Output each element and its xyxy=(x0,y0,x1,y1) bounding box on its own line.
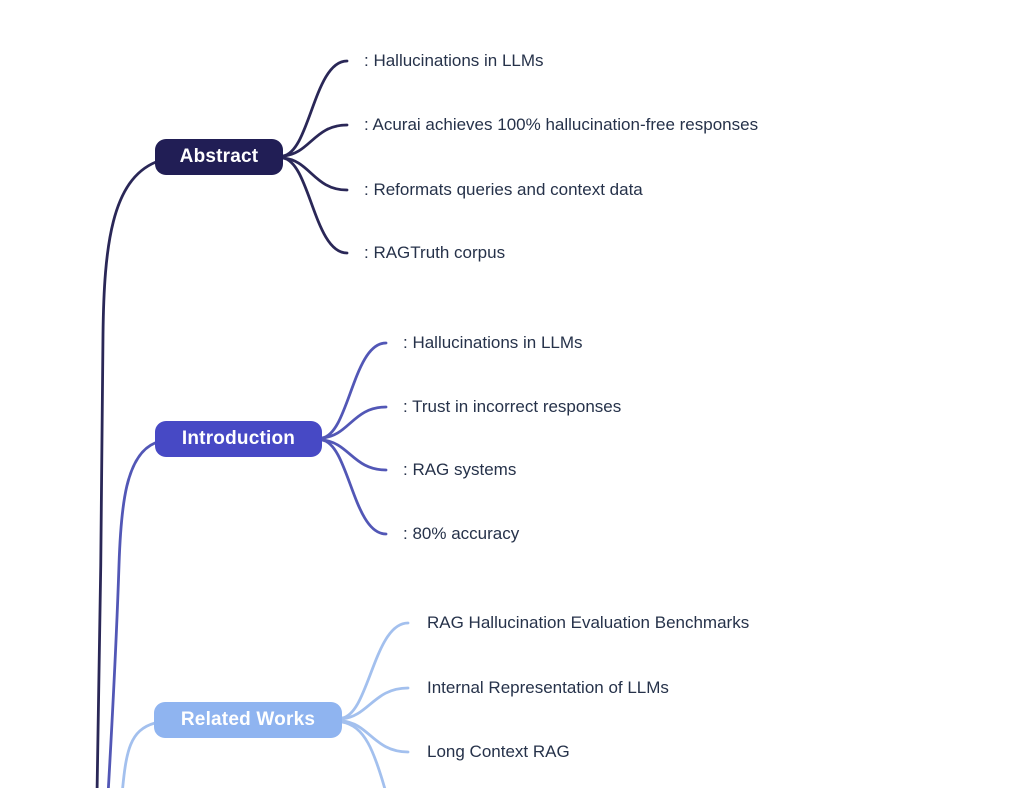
child-branch xyxy=(340,720,387,788)
branch-label[interactable]: : Reformats queries and context data xyxy=(364,180,643,199)
child-branch xyxy=(340,621,410,720)
branch-label[interactable]: : Hallucinations in LLMs xyxy=(403,333,583,352)
node-related-works[interactable]: Related Works xyxy=(154,702,342,738)
child-branch xyxy=(320,405,388,440)
node-label: Abstract xyxy=(179,146,259,167)
branch-label[interactable]: : 80% accuracy xyxy=(403,524,520,543)
branch-label[interactable]: Long Context RAG xyxy=(427,742,570,761)
node-introduction[interactable]: Introduction xyxy=(155,421,322,457)
branch-label[interactable]: : RAG systems xyxy=(403,460,517,479)
child-branch xyxy=(281,123,349,158)
node-label: Introduction xyxy=(181,428,296,449)
child-branch xyxy=(340,719,410,754)
child-branch xyxy=(320,341,388,440)
child-branch xyxy=(340,686,410,721)
child-branch xyxy=(281,156,349,255)
node-label: Related Works xyxy=(180,709,316,730)
child-branch xyxy=(320,438,388,472)
root-branch-related-works xyxy=(121,721,157,788)
branch-label[interactable]: : RAGTruth corpus xyxy=(364,243,506,262)
branch-label[interactable]: Internal Representation of LLMs xyxy=(427,678,669,697)
root-branch-abstract xyxy=(95,160,158,788)
node-abstract[interactable]: Abstract xyxy=(155,139,283,175)
child-branch xyxy=(281,156,349,192)
branch-label[interactable]: : Hallucinations in LLMs xyxy=(364,51,544,70)
root-branch-introduction xyxy=(106,441,157,788)
branch-label[interactable]: RAG Hallucination Evaluation Benchmarks xyxy=(427,613,750,632)
child-branch xyxy=(320,438,388,536)
branch-label[interactable]: : Trust in incorrect responses xyxy=(403,397,622,416)
child-branch xyxy=(281,59,349,158)
branch-label[interactable]: : Acurai achieves 100% hallucination-fre… xyxy=(364,115,759,134)
